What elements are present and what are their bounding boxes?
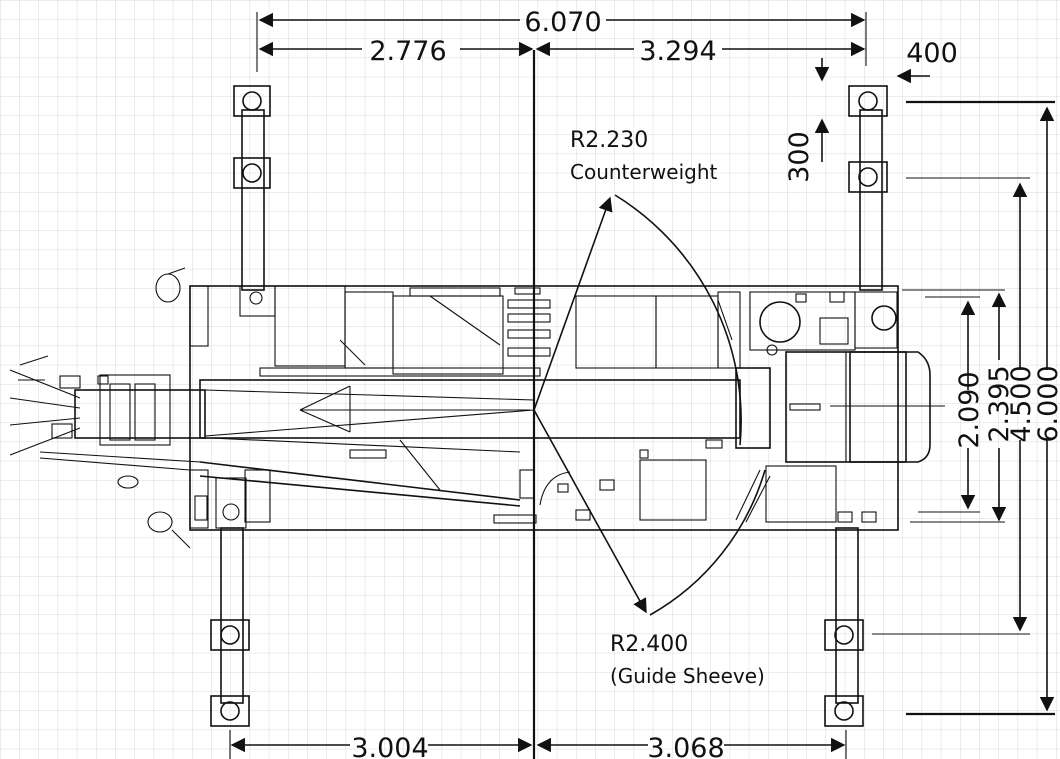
dim-top-right: 3.294 <box>639 36 716 67</box>
dim-right-4500: 4.500 <box>1006 365 1037 442</box>
crane-boom <box>9 267 535 549</box>
guide-sheeve-radius-label: R2.400 <box>610 632 688 657</box>
counterweight-swing <box>533 194 742 446</box>
dim-offset-vertical: 300 <box>784 131 815 183</box>
dim-right-6000: 6.000 <box>1033 365 1060 442</box>
crane-carrier <box>39 285 945 531</box>
dim-right-2395: 2.395 <box>984 365 1015 442</box>
dim-top-left: 2.776 <box>369 36 446 67</box>
outrigger-pad <box>210 85 888 727</box>
bottom-dimensions <box>229 730 847 759</box>
dim-overall-width: 6.070 <box>524 7 601 38</box>
counterweight-label: Counterweight <box>570 160 718 184</box>
dim-right-2090: 2.090 <box>954 371 985 448</box>
top-dimensions <box>256 12 930 162</box>
dim-bottom-right: 3.068 <box>647 733 724 759</box>
guide-sheeve-label: (Guide Sheeve) <box>610 664 765 688</box>
dim-offset-horizontal: 400 <box>906 38 958 69</box>
right-dimensions <box>872 100 1055 716</box>
outriggers <box>210 85 888 727</box>
counterweight-radius-label: R2.230 <box>570 128 648 153</box>
guide-sheeve-swing <box>533 409 766 616</box>
dim-bottom-left: 3.004 <box>351 733 428 759</box>
